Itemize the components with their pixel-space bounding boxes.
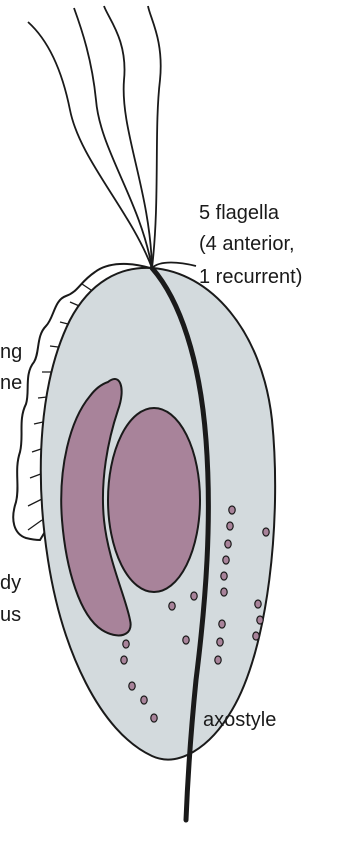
svg-text:us: us — [0, 604, 21, 626]
nucleus — [108, 408, 200, 592]
svg-text:1 recurrent): 1 recurrent) — [199, 266, 302, 288]
svg-text:(4 anterior,: (4 anterior, — [199, 233, 295, 255]
flagella-label: 5 flagella (4 anterior, 1 recurrent) — [199, 202, 302, 288]
svg-text:ne: ne — [0, 372, 22, 394]
undulating-membrane-label: ng ne — [0, 341, 22, 394]
svg-text:5 flagella: 5 flagella — [199, 202, 280, 224]
axostyle-label: axostyle — [203, 709, 276, 731]
flagella — [28, 6, 196, 268]
svg-text:dy: dy — [0, 572, 21, 594]
parabasal-body-label: dy us — [0, 572, 21, 626]
svg-text:ng: ng — [0, 341, 22, 363]
